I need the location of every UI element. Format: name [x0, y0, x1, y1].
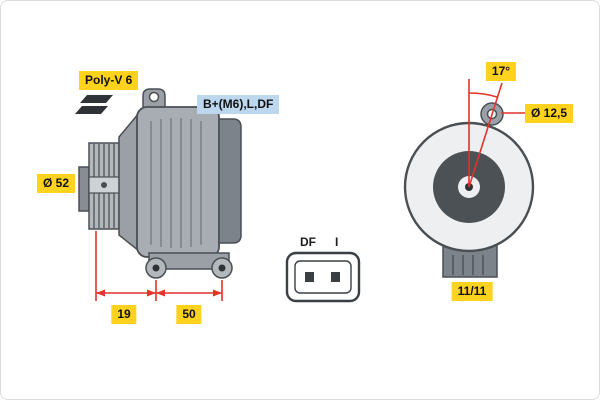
- front-foot-hole: [152, 264, 160, 272]
- drive-end-bracket: [118, 110, 140, 253]
- label-dim-50: 50: [176, 305, 202, 324]
- label-angle: 17°: [485, 62, 517, 81]
- rear-view: [403, 79, 535, 278]
- label-terminals: B+(M6),L,DF: [197, 95, 280, 114]
- label-belt-type: Poly-V 6: [79, 71, 139, 90]
- side-view: [75, 88, 242, 279]
- angle-dimension: [468, 79, 503, 188]
- rear-foot-hole: [218, 264, 226, 272]
- bottom-foot-ribs: [452, 255, 484, 275]
- rear-housing: [218, 118, 242, 244]
- connector-pin-i: [331, 272, 340, 282]
- pulley: [78, 142, 120, 230]
- label-dim-19: 19: [111, 305, 137, 324]
- connector-plug: [285, 251, 361, 303]
- belt-icon: [75, 95, 113, 114]
- housing: [136, 106, 220, 258]
- label-pulley-diameter: Ø 52: [37, 174, 76, 193]
- label-hole-diameter: Ø 12,5: [525, 104, 574, 123]
- connector-pin-df: [305, 272, 314, 282]
- connector-pin-right-label: I: [335, 235, 339, 249]
- connector-pin-left-label: DF: [300, 235, 316, 249]
- dimension-lines: [95, 231, 223, 301]
- top-lug-hole: [148, 91, 160, 103]
- label-fixing-holes: 11/11: [451, 282, 493, 301]
- cooling-fins: [150, 118, 202, 248]
